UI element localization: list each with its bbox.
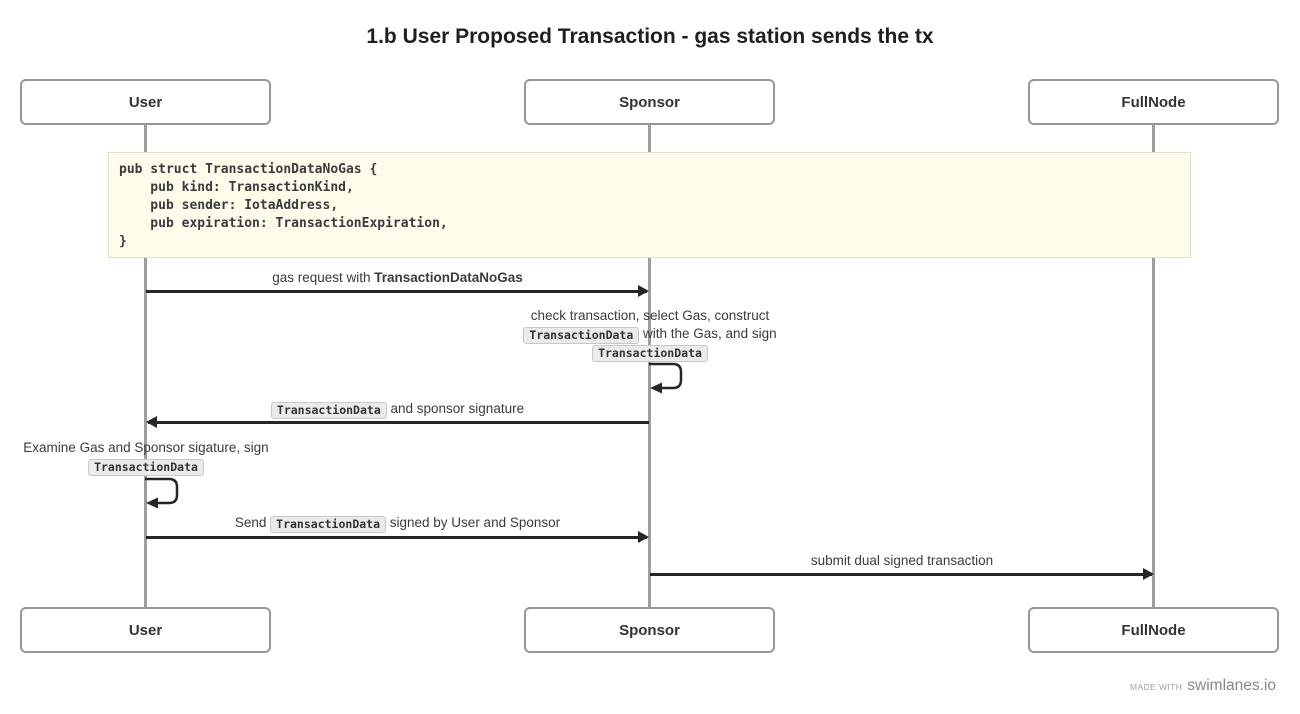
label-text: and sponsor signature (386, 401, 525, 416)
label-text: check transaction, select Gas, construct (530, 308, 770, 323)
footer-credit: MADE WITH swimlanes.io (1130, 677, 1276, 695)
message-arrow-submit-transaction (650, 568, 1154, 580)
message-label-examine-gas: Examine Gas and Sponsor sigature, sign T… (0, 439, 292, 476)
message-label-submit-transaction: submit dual signed transaction (650, 552, 1154, 570)
message-arrow-sponsor-signature (146, 416, 649, 428)
message-arrow-gas-request (146, 285, 649, 297)
label-text: Examine Gas and Sponsor sigature, sign (23, 440, 269, 455)
arrow-line (148, 421, 649, 424)
note-code-text: pub struct TransactionDataNoGas { pub ki… (119, 162, 448, 249)
lifeline-fullnode (1152, 125, 1155, 607)
code-note: pub struct TransactionDataNoGas { pub ki… (108, 152, 1191, 258)
arrowhead-right-icon (1143, 568, 1154, 580)
arrow-line (146, 536, 647, 539)
participant-label: FullNode (1121, 93, 1186, 111)
made-with-label: MADE WITH (1130, 682, 1183, 692)
arrow-line (146, 290, 647, 293)
arrowhead-left-icon (146, 497, 158, 509)
inline-code-chip: TransactionData (270, 516, 387, 533)
swimlanes-brand-link[interactable]: swimlanes.io (1187, 677, 1276, 694)
participant-bottom-fullnode: FullNode (1028, 607, 1279, 653)
participant-label: FullNode (1121, 621, 1186, 639)
message-label-sponsor-signature: TransactionData and sponsor signature (146, 400, 649, 419)
arrowhead-right-icon (638, 531, 649, 543)
arrowhead-left-icon (650, 382, 662, 394)
inline-code-chip: TransactionData (592, 345, 708, 362)
participant-label: Sponsor (619, 621, 680, 639)
label-text: submit dual signed transaction (810, 553, 994, 568)
message-label-check-transaction: check transaction, select Gas, construct… (400, 307, 900, 362)
participant-label: User (128, 93, 163, 111)
participant-bottom-user: User (20, 607, 271, 653)
label-text: Send (234, 515, 271, 530)
lifeline-sponsor (648, 125, 651, 607)
inline-code-chip: TransactionData (88, 459, 204, 476)
participant-label: User (128, 621, 163, 639)
label-text: with the Gas, and sign (639, 326, 777, 341)
participant-top-fullnode: FullNode (1028, 79, 1279, 125)
message-label-send-signed: Send TransactionData signed by User and … (146, 514, 649, 533)
page-title: 1.b User Proposed Transaction - gas stat… (366, 25, 934, 48)
arrow-line (650, 573, 1152, 576)
label-bold-text: TransactionDataNoGas (374, 270, 523, 285)
participant-bottom-sponsor: Sponsor (524, 607, 775, 653)
lifeline-user (144, 125, 147, 607)
inline-code-chip: TransactionData (270, 402, 387, 419)
label-text: signed by User and Sponsor (386, 515, 561, 530)
message-label-gas-request: gas request with TransactionDataNoGas (146, 269, 649, 287)
participant-top-user: User (20, 79, 271, 125)
label-text: gas request with (272, 270, 375, 285)
arrowhead-right-icon (638, 285, 649, 297)
participant-top-sponsor: Sponsor (524, 79, 775, 125)
self-arrow-sponsor (649, 362, 683, 394)
arrowhead-left-icon (146, 416, 157, 428)
message-arrow-send-signed (146, 531, 649, 543)
participant-label: Sponsor (619, 93, 680, 111)
self-arrow-user (145, 477, 179, 509)
inline-code-chip: TransactionData (523, 327, 640, 344)
